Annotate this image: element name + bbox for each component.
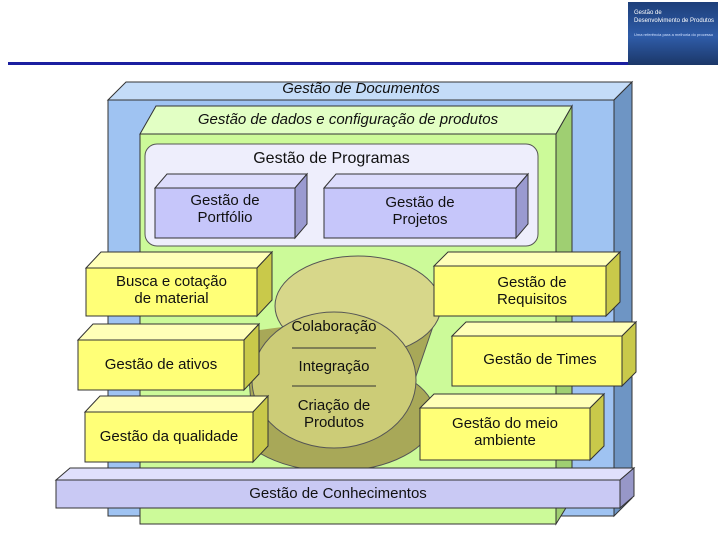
projects-label: Gestão de Projetos [324,194,516,229]
documents-label: Gestão de Documentos [282,80,440,97]
integration-label: Integração [298,358,370,375]
knowledge-label: Gestão de Conhecimentos [249,485,427,502]
portfolio-line-1: Gestão de [190,192,260,209]
teams-top [450,321,638,337]
projects-line-2: Projetos [392,211,448,229]
sourcing-line-2: de material [134,290,209,308]
header-rule [8,62,628,65]
projects-top [322,173,530,189]
assets-front [77,339,245,391]
sourcing-front [85,267,258,317]
environment-line-2: ambiente [474,432,536,450]
portfolio-top [153,173,309,189]
sourcing-line-1: Busca e cotação [116,273,227,290]
logo-line-3: Uma referência para a melhoria do proces… [634,32,714,37]
requirements-top [432,251,622,267]
requirements-line-1: Gestão de [497,274,567,291]
environment-line-1: Gestão do meio [452,415,558,432]
teams-label: Gestão de Times [483,351,597,368]
logo-line-1: Gestão de [634,10,662,16]
requirements-line-2: Requisitos [496,291,568,309]
assets-top [76,323,261,341]
quality-top [83,395,270,413]
logo-line-2: Desenvolvimento de Produtos [634,18,715,24]
quality-label: Gestão da qualidade [99,428,239,445]
projects-front [323,187,517,239]
collaboration-label: Colaboração [291,318,377,335]
creation-label: Criação de Produtos [264,397,404,432]
knowledge-front [55,479,621,509]
environment-front [419,407,591,461]
projects-line-1: Gestão de [385,194,455,211]
portfolio-front [154,187,296,239]
requirements-front [433,265,607,317]
requirements-label: Gestão de Requisitos [446,274,618,309]
teams-front [451,335,623,387]
programs-label: Gestão de Programas [253,150,410,167]
environment-top [418,393,606,409]
sourcing-top [84,251,274,269]
creation-line-2: Produtos [303,414,365,432]
portfolio-label: Gestão de Portfólio [155,192,295,227]
assets-label: Gestão de ativos [104,356,218,373]
sourcing-label: Busca e cotação de material [86,273,257,308]
environment-label: Gestão do meio ambiente [420,415,590,450]
creation-line-1: Criação de [297,397,371,414]
logo: Gestão de Desenvolvimento de Produtos Um… [628,2,718,65]
quality-front [84,411,254,463]
knowledge-top [54,467,636,481]
product-data-label: Gestão de dados e configuração de produt… [197,111,499,128]
portfolio-line-2: Portfólio [197,209,253,227]
